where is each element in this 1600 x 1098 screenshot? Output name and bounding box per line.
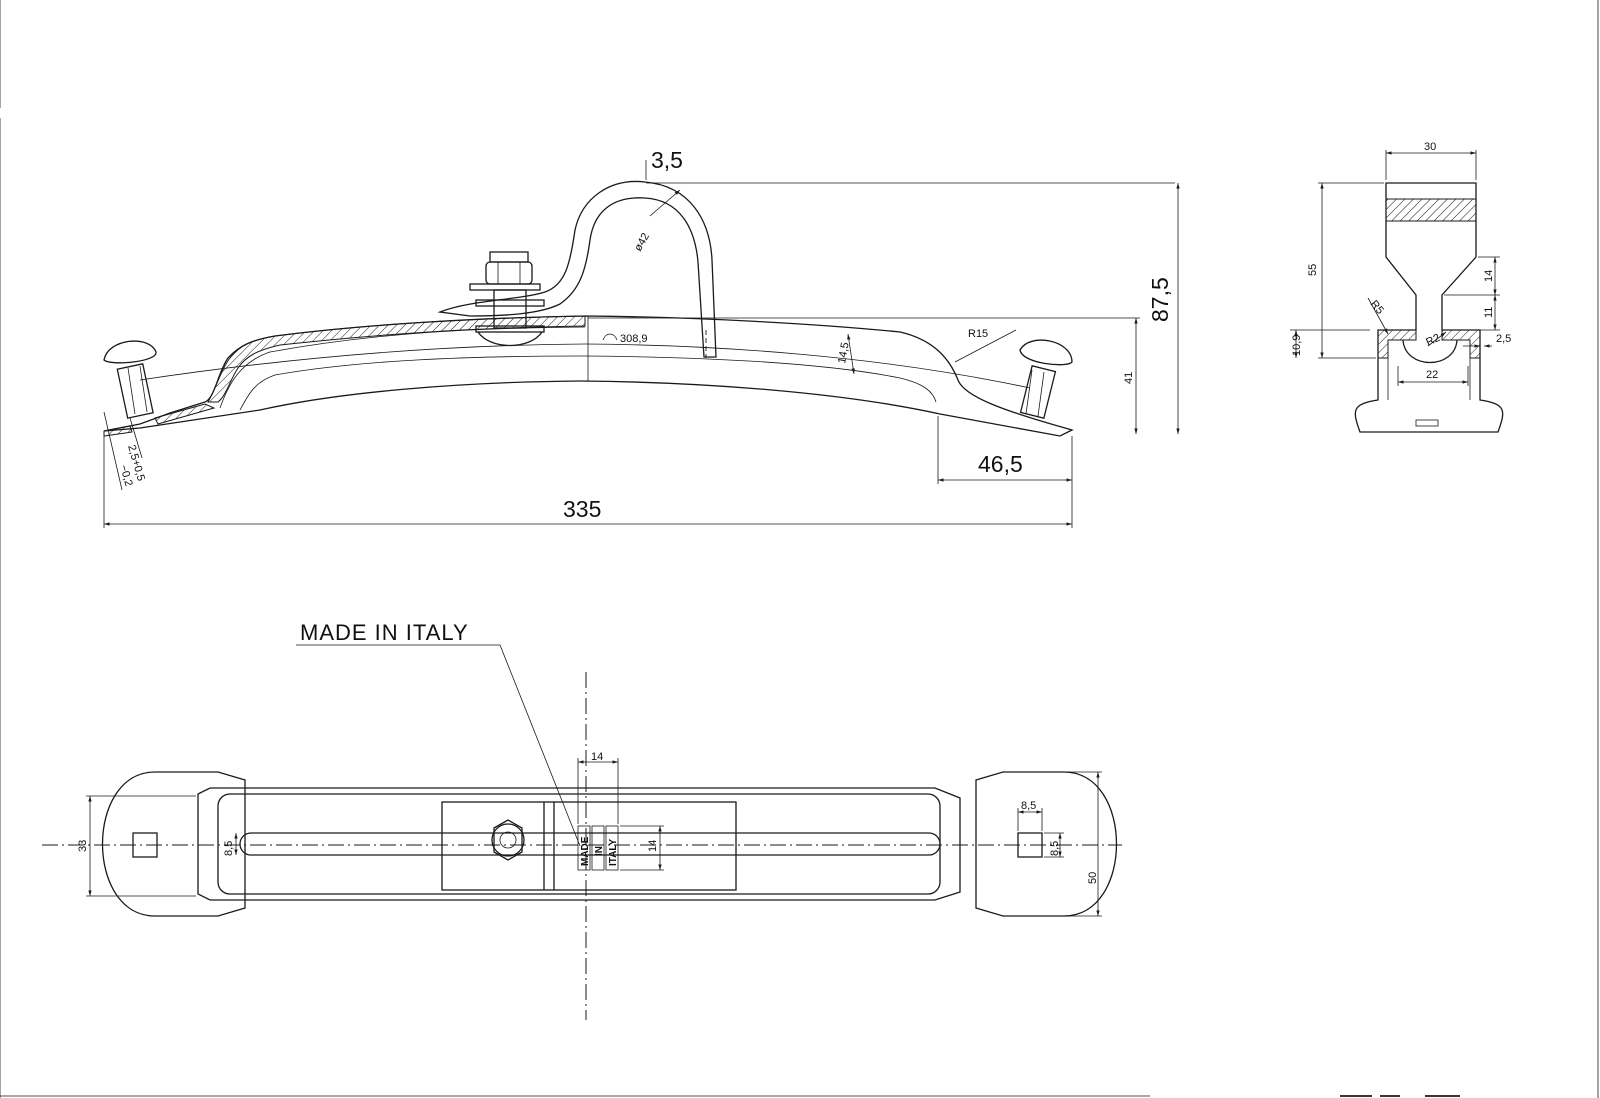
hook: [437, 180, 717, 358]
right-end-pad: [975, 771, 1117, 917]
dim-end-length: 46,5: [978, 451, 1023, 477]
clamp-plate: [441, 801, 737, 891]
bolt-head: [493, 819, 523, 861]
dim-total-height: 87,5: [1147, 277, 1173, 322]
dim-hole-h: 8,5: [1021, 800, 1036, 812]
section-view: 30 55 14 11 10,9 R5 R2 2,5 22: [1290, 141, 1511, 433]
dim-length: 335: [563, 496, 601, 522]
dim-diameter: ø42: [632, 231, 652, 253]
marking-line-3: ITALY: [608, 838, 619, 866]
hatched-section: [207, 315, 586, 403]
dim-section-height: 55: [1307, 264, 1319, 276]
nut-bolt: [469, 251, 545, 347]
note-leader: [296, 644, 581, 847]
made-in-italy-marking: MADE IN ITALY: [577, 825, 619, 871]
right-button: [1019, 339, 1073, 419]
marking-line-2: IN: [594, 846, 605, 856]
dim-mark-height: 14: [647, 840, 659, 852]
dim-tolerance-lower: −0,2: [117, 464, 135, 488]
dim-arc-radius: 308,9: [620, 333, 648, 345]
dim-base: 10,9: [1291, 335, 1303, 356]
note-made-in-italy: MADE IN ITALY: [300, 620, 469, 645]
hatched-band: [1385, 198, 1477, 222]
body-outline: [197, 787, 961, 901]
dim-r5: R5: [1368, 298, 1386, 316]
marking-line-1: MADE: [580, 836, 591, 866]
dim-step: 11: [1483, 307, 1495, 318]
plan-view: MADE IN ITALY MADE IN ITALY 14 14 33 8,5…: [42, 620, 1122, 1020]
dim-inner-width: 22: [1426, 369, 1438, 381]
dim-wall: 2,5: [1496, 333, 1511, 345]
dim-width-top: 30: [1424, 141, 1436, 153]
side-view: 3,5 ø42 87,5 41 308,9 R15 14,5 46,5 335 …: [103, 147, 1180, 528]
dim-radius: R15: [968, 328, 988, 340]
dim-hole-v: 8,5: [1049, 841, 1061, 856]
dim-r2: R2: [1424, 332, 1442, 349]
dim-mark-width: 14: [591, 751, 603, 763]
dim-height: 41: [1123, 372, 1135, 384]
dim-width: 33: [77, 840, 89, 852]
dim-thickness: 14,5: [836, 341, 852, 364]
dim-slot-width: 8,5: [223, 841, 235, 856]
left-end-pad: [102, 771, 246, 917]
dim-end-width: 50: [1087, 872, 1099, 884]
dim-neck: 14: [1483, 270, 1495, 282]
left-button: [103, 340, 157, 419]
dim-top-offset: 3,5: [651, 147, 683, 173]
